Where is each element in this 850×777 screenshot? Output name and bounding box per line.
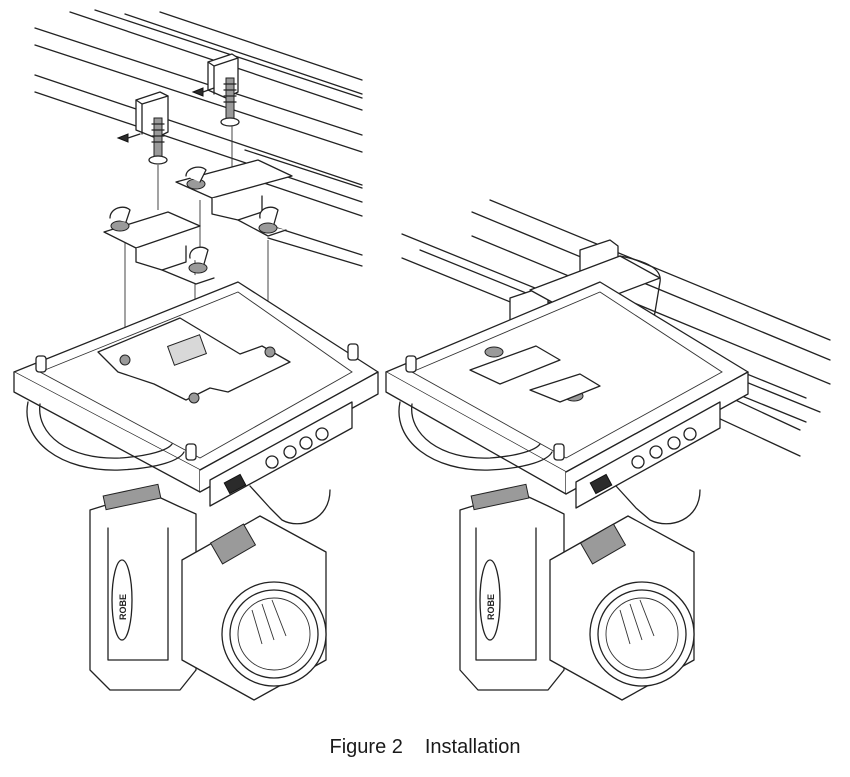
left-panel-exploded-view: ROBE: [13, 9, 379, 701]
right-panel-mounted-view: ROBE: [385, 199, 831, 701]
svg-text:ROBE: ROBE: [486, 594, 496, 620]
fixture-head-left: ROBE: [89, 483, 327, 701]
fixture-head-right: ROBE: [459, 483, 695, 701]
truss-clamp-upper: [191, 53, 240, 127]
omega-bracket-upper: [175, 159, 293, 237]
figure-title: Installation: [424, 736, 521, 758]
truss-pipes-left: [34, 9, 363, 267]
svg-text:ROBE: ROBE: [118, 594, 128, 620]
fixture-base-right: [385, 281, 749, 525]
truss-clamp-lower: [116, 91, 169, 165]
figure-caption: Figure 2 Installation: [0, 736, 850, 759]
omega-bracket-lower: [103, 206, 215, 285]
figure-label: Figure 2: [329, 736, 403, 758]
fixture-base-left: [13, 281, 379, 525]
